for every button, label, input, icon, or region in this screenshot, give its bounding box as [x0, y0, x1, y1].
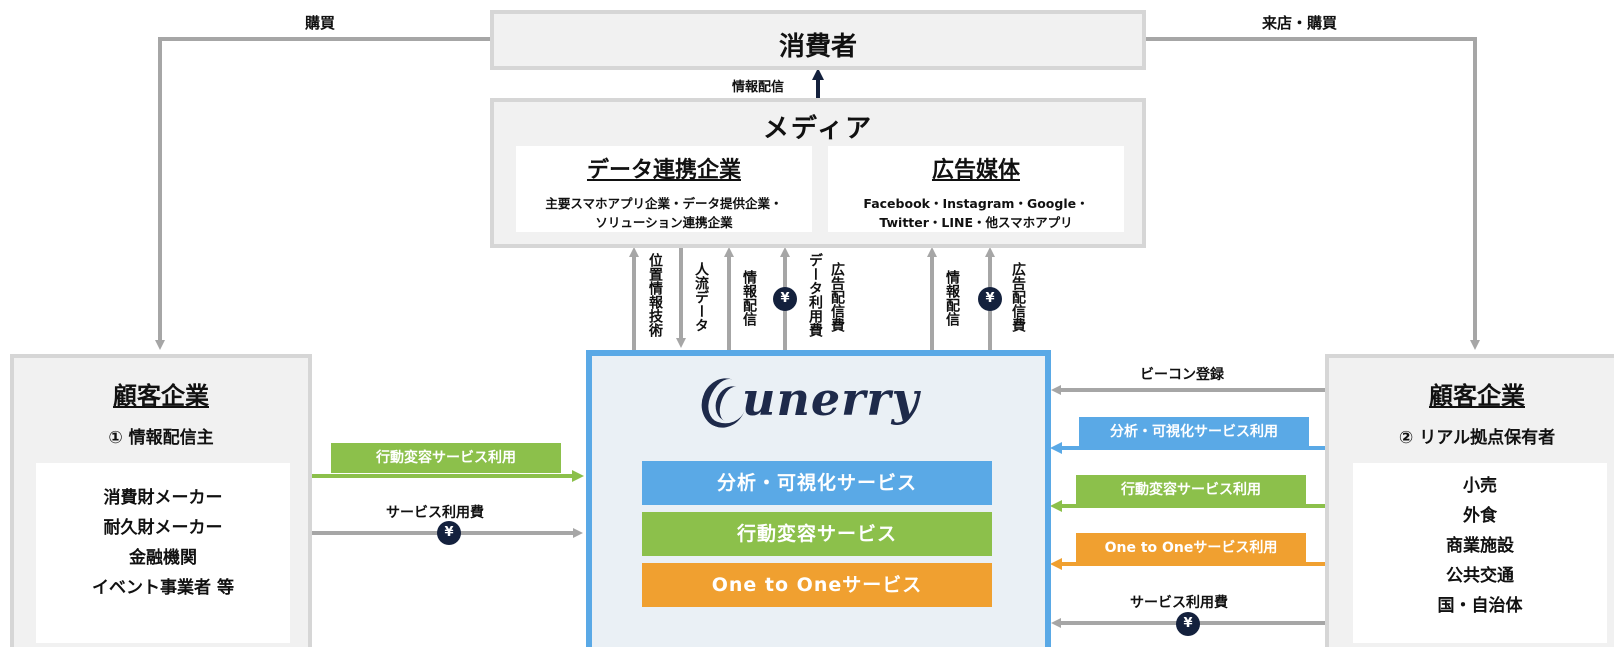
- right-customer-list-box: 小売 外食 商業施設 公共交通 国・自治体: [1353, 463, 1607, 643]
- list-item: 外食: [1463, 506, 1497, 526]
- analysis-service-right-tag: 分析・可視化サービス利用: [1079, 417, 1309, 447]
- info-delivery-consumer-label: 情報配信: [732, 80, 785, 95]
- data-partner-title: データ連携企業: [586, 158, 741, 183]
- data-partner-desc-line1: 主要スマホアプリ企業・データ提供企業・: [545, 196, 783, 211]
- service-fee-left-label: サービス利用費: [386, 505, 484, 521]
- list-item: 金融機関: [129, 548, 197, 568]
- left-customer-list-box: 消費財メーカー 耐久財メーカー 金融機関 イベント事業者 等: [36, 463, 290, 643]
- unerry-logo-text: unerry: [742, 372, 920, 426]
- ad-media-desc: Facebook・Instagram・Google・ Twitter・LINE・…: [828, 194, 1124, 232]
- left-customer-subtitle: ① 情報配信主: [108, 428, 214, 448]
- one-to-one-service-right-tag: One to Oneサービス利用: [1076, 533, 1306, 563]
- yen-icon-data-fee: ¥: [773, 287, 797, 311]
- right-customer-subtitle: ② リアル拠点保有者: [1398, 428, 1556, 448]
- data-fee-label: データ利用費: [807, 253, 823, 337]
- service-behavior: 行動変容サービス: [642, 512, 992, 556]
- yen-icon-ad-fee: ¥: [978, 287, 1002, 311]
- purchase-label: 購買: [305, 14, 336, 32]
- left-customer-title: 顧客企業: [113, 382, 209, 410]
- service-analysis: 分析・可視化サービス: [642, 461, 992, 505]
- info-delivery-label-2: 情報配信: [944, 270, 960, 326]
- yen-icon-right-service-fee: ¥: [1176, 612, 1200, 636]
- yen-icon-left-service-fee: ¥: [437, 521, 461, 545]
- data-partner-desc-line2: ソリューション連携企業: [595, 215, 733, 230]
- ad-media-box: 広告媒体 Facebook・Instagram・Google・ Twitter・…: [828, 146, 1124, 232]
- ad-media-title: 広告媒体: [931, 158, 1020, 183]
- people-flow-label: 人流データ: [693, 262, 709, 332]
- service-fee-right-label: サービス利用費: [1130, 595, 1228, 611]
- visit-purchase-connector-right: [1145, 37, 1480, 350]
- location-tech-label: 位置情報技術: [647, 253, 663, 337]
- consumer-title: 消費者: [778, 32, 857, 62]
- media-title: メディア: [762, 114, 874, 144]
- list-item: 公共交通: [1446, 566, 1514, 586]
- visit-purchase-label: 来店・購買: [1262, 14, 1338, 32]
- behavior-service-right-tag: 行動変容サービス利用: [1076, 475, 1306, 505]
- data-partner-box: データ連携企業 主要スマホアプリ企業・データ提供企業・ ソリューション連携企業: [516, 146, 812, 232]
- ad-media-desc-line2: Twitter・LINE・他スマホアプリ: [879, 215, 1073, 230]
- service-one-to-one: One to Oneサービス: [642, 563, 992, 607]
- list-item: 消費財メーカー: [103, 488, 223, 508]
- behavior-service-left-tag: 行動変容サービス利用: [331, 443, 561, 473]
- unerry-logo: unerry: [694, 371, 942, 436]
- unerry-box: unerry 分析・可視化サービス 行動変容サービス One to Oneサービ…: [586, 350, 1051, 647]
- ad-fee-label-1: 広告配信費: [829, 262, 845, 332]
- right-customer-list: 小売 外食 商業施設 公共交通 国・自治体: [1353, 471, 1607, 621]
- consumer-box: 消費者: [490, 10, 1146, 70]
- ad-media-desc-line1: Facebook・Instagram・Google・: [863, 196, 1089, 211]
- list-item: 小売: [1463, 476, 1497, 496]
- left-customer-list: 消費財メーカー 耐久財メーカー 金融機関 イベント事業者 等: [36, 483, 290, 603]
- left-customer-box: 顧客企業 ① 情報配信主 消費財メーカー 耐久財メーカー 金融機関 イベント事業…: [10, 354, 312, 647]
- data-partner-desc: 主要スマホアプリ企業・データ提供企業・ ソリューション連携企業: [516, 194, 812, 232]
- list-item: 国・自治体: [1437, 596, 1523, 616]
- purchase-connector-left: [155, 37, 490, 350]
- right-customer-box: 顧客企業 ② リアル拠点保有者 小売 外食 商業施設 公共交通 国・自治体: [1325, 354, 1614, 647]
- ad-fee-label-2: 広告配信費: [1010, 262, 1026, 332]
- info-delivery-label-1: 情報配信: [741, 270, 757, 326]
- list-item: 耐久財メーカー: [103, 518, 223, 538]
- list-item: 商業施設: [1446, 536, 1514, 556]
- right-customer-title: 顧客企業: [1429, 382, 1525, 410]
- list-item: イベント事業者 等: [92, 578, 234, 598]
- beacon-label: ビーコン登録: [1140, 367, 1224, 383]
- media-box: メディア データ連携企業 主要スマホアプリ企業・データ提供企業・ ソリューション…: [490, 98, 1146, 248]
